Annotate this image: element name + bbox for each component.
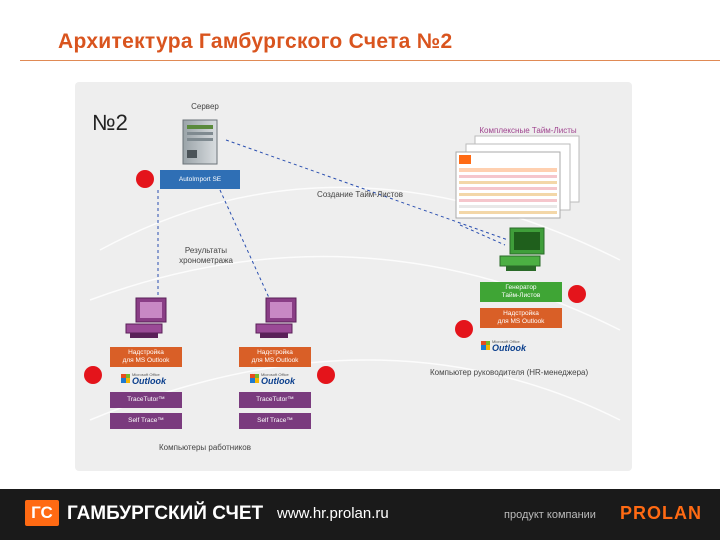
- decor-curve: [99, 186, 621, 261]
- manager-computer-icon: [499, 227, 545, 271]
- worker1-addon-box: Надстройка для MS Outlook: [110, 347, 182, 367]
- website-link[interactable]: www.hr.prolan.ru: [277, 505, 389, 522]
- timesheet-document-icon: [455, 135, 580, 219]
- generator-line2: Тайм-Листов: [501, 292, 541, 299]
- outlook-small-text: Microsoft Office: [492, 339, 520, 344]
- server-icon: [182, 119, 218, 165]
- diagram-number: №2: [92, 110, 128, 135]
- worker1-tracetutor-box: TraceTutor™: [110, 392, 182, 408]
- brand-name: ГАМБУРГСКИЙ СЧЕТ: [67, 503, 264, 524]
- marker-dot: [84, 366, 102, 384]
- manager-addon-box: Надстройка для MS Outlook: [480, 308, 562, 328]
- outlook-word: Outlook: [261, 376, 295, 386]
- manager-addon-line1: Надстройка: [503, 310, 539, 317]
- worker2-addon-line1: Надстройка: [257, 349, 293, 356]
- marker-dot: [317, 366, 335, 384]
- generator-box: Генератор Тайм-Листов: [480, 282, 562, 302]
- marker-dot: [455, 320, 473, 338]
- connector-sheets-manager: [459, 224, 506, 246]
- worker1-addon-line1: Надстройка: [128, 349, 164, 356]
- marker-dot: [136, 170, 154, 188]
- manager-addon-line2: для MS Outlook: [497, 318, 545, 325]
- workers-label: Компьютеры работников: [159, 443, 251, 452]
- results-label-line2: хронометража: [179, 256, 233, 265]
- create-timesheets-label: Создание Тайм-Листов: [317, 190, 403, 199]
- manager-computer-label: Компьютер руководителя (HR-менеджера): [430, 368, 589, 377]
- worker2-addon-line2: для MS Outlook: [251, 357, 299, 364]
- outlook-small-text: Microsoft Office: [261, 372, 289, 377]
- outlook-word: Outlook: [132, 376, 166, 386]
- worker2-selftrace-box: Self Trace™: [239, 413, 311, 429]
- generator-line1: Генератор: [505, 284, 537, 291]
- outlook-small-text: Microsoft Office: [132, 372, 160, 377]
- connector-server-worker2: [219, 189, 271, 301]
- worker-computer-icon: [125, 297, 167, 338]
- worker1-addon-line2: для MS Outlook: [122, 357, 170, 364]
- office-logo-icon: [481, 340, 490, 350]
- worker-computer-icon: [255, 297, 297, 338]
- page-title: Архитектура Гамбургского Счета №2: [58, 30, 453, 53]
- marker-dot: [568, 285, 586, 303]
- worker1-selftrace-box: Self Trace™: [110, 413, 182, 429]
- results-label-line1: Результаты: [184, 246, 228, 255]
- connector-server-manager: [225, 139, 509, 241]
- server-label: Сервер: [191, 102, 219, 111]
- results-label: Результаты хронометража: [176, 246, 236, 266]
- office-logo-icon: [250, 373, 259, 383]
- autoimport-box: AutoImport SE: [160, 170, 240, 189]
- product-of-label: продукт компании: [504, 509, 596, 521]
- worker2-addon-box: Надстройка для MS Outlook: [239, 347, 311, 367]
- decor-curve: [89, 359, 621, 421]
- complex-timesheets-label: Комплексные Тайм-Листы: [479, 126, 577, 135]
- worker2-tracetutor-box: TraceTutor™: [239, 392, 311, 408]
- company-logo: PROLAN: [620, 503, 702, 523]
- title-divider: [20, 60, 720, 61]
- office-logo-icon: [121, 373, 130, 383]
- brand-logo: ГС: [25, 500, 59, 526]
- outlook-word: Outlook: [492, 343, 526, 353]
- footer-bar: [0, 489, 720, 540]
